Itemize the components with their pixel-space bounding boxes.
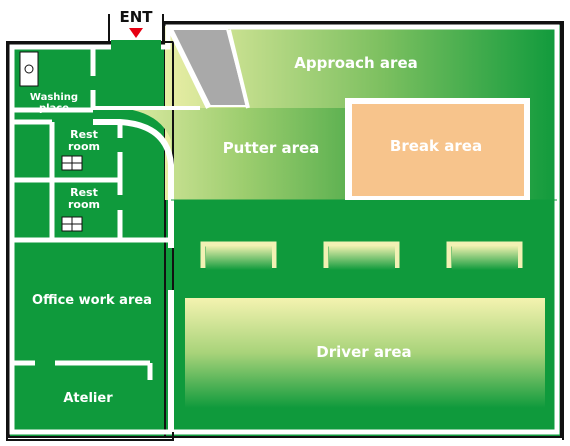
sink-icon [19, 51, 39, 87]
break-area [352, 104, 524, 196]
entrance-label: ENT [119, 8, 153, 26]
washing-place-label-line1: Washing [30, 92, 78, 103]
outer-wall [9, 24, 560, 435]
rest-room-1-label-line1: Rest [70, 128, 98, 141]
corridor-wall [93, 119, 174, 248]
hitting-mat-icon [446, 241, 523, 270]
rest-room-2-label-line2: room [68, 198, 100, 211]
hitting-mat-icon [323, 241, 400, 270]
entrance-opening [111, 40, 161, 50]
putter-area-label: Putter area [223, 139, 320, 157]
rest-room-2-label-line1: Rest [70, 186, 98, 199]
washing-place-label-line2: place [39, 103, 69, 114]
atelier-label: Atelier [63, 391, 113, 406]
break-area-label: Break area [390, 137, 482, 155]
driver-area [185, 298, 545, 408]
office-work-area-label: Office work area [32, 293, 152, 308]
putter-area-floor [95, 108, 345, 200]
driver-area-label: Driver area [316, 343, 411, 361]
entrance-arrow-icon [129, 28, 143, 38]
approach-area-label: Approach area [294, 54, 418, 72]
toilet-icon [61, 216, 83, 232]
rest-room-1-label-line2: room [68, 140, 100, 153]
toilet-icon [61, 155, 83, 171]
hitting-mat-icon [200, 241, 277, 270]
